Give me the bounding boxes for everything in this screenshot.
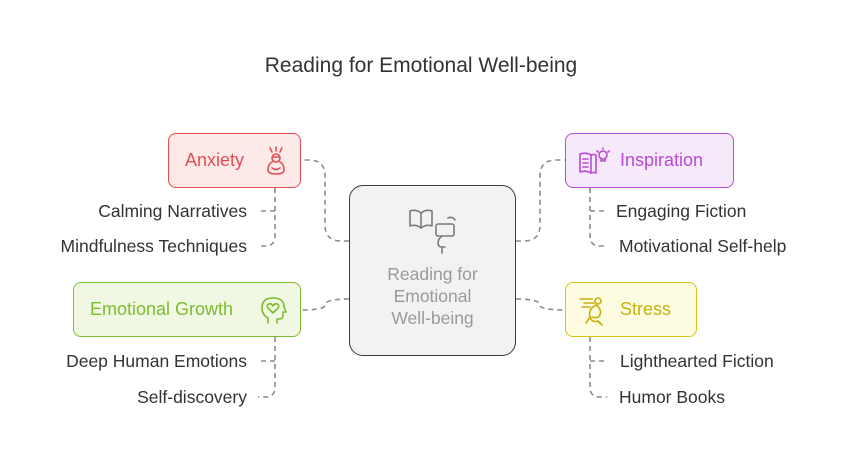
page-title: Reading for Emotional Well-being	[264, 54, 578, 77]
connector-anxiety-children	[258, 188, 276, 247]
book-lightbulb-icon	[579, 147, 610, 174]
leaf-engaging-fiction: Engaging Fiction	[616, 201, 747, 221]
node-inspiration-label: Inspiration	[620, 150, 704, 170]
node-anxiety-label: Anxiety	[185, 150, 245, 170]
connector-growth-children	[258, 337, 276, 398]
book-and-head-icon	[409, 209, 456, 254]
node-emotional-growth: Emotional Growth	[73, 282, 301, 337]
connector-center-inspiration	[516, 159, 565, 242]
leaf-calming-narratives: Calming Narratives	[98, 201, 247, 221]
relaxing-figure-icon	[579, 297, 603, 326]
head-heart-icon	[261, 297, 287, 324]
node-emotional-growth-label: Emotional Growth	[90, 299, 234, 319]
leaf-deep-human-emotions: Deep Human Emotions	[66, 351, 247, 371]
leaf-self-discovery: Self-discovery	[137, 387, 247, 407]
connector-center-growth	[300, 298, 350, 311]
leaf-motivational-self-help: Motivational Self-help	[619, 236, 787, 256]
leaf-lighthearted-fiction: Lighthearted Fiction	[620, 351, 774, 371]
node-stress: Stress	[565, 282, 697, 337]
central-topic-line: Reading for	[387, 264, 478, 284]
central-topic: Reading for Emotional Well-being	[349, 185, 516, 356]
leaf-humor-books: Humor Books	[619, 387, 726, 407]
central-topic-label: Reading for Emotional Well-being	[350, 263, 515, 329]
connector-center-anxiety	[301, 159, 349, 242]
central-topic-line: Well-being	[391, 308, 474, 328]
central-topic-line: Emotional	[393, 286, 472, 306]
node-stress-label: Stress	[620, 299, 672, 319]
connector-center-stress	[515, 298, 566, 311]
connector-stress-children	[589, 337, 607, 398]
node-inspiration: Inspiration	[565, 133, 734, 188]
stressed-person-icon	[267, 146, 285, 175]
leaf-mindfulness-techniques: Mindfulness Techniques	[60, 236, 247, 256]
node-anxiety: Anxiety	[168, 133, 301, 188]
connector-inspiration-children	[589, 188, 607, 247]
